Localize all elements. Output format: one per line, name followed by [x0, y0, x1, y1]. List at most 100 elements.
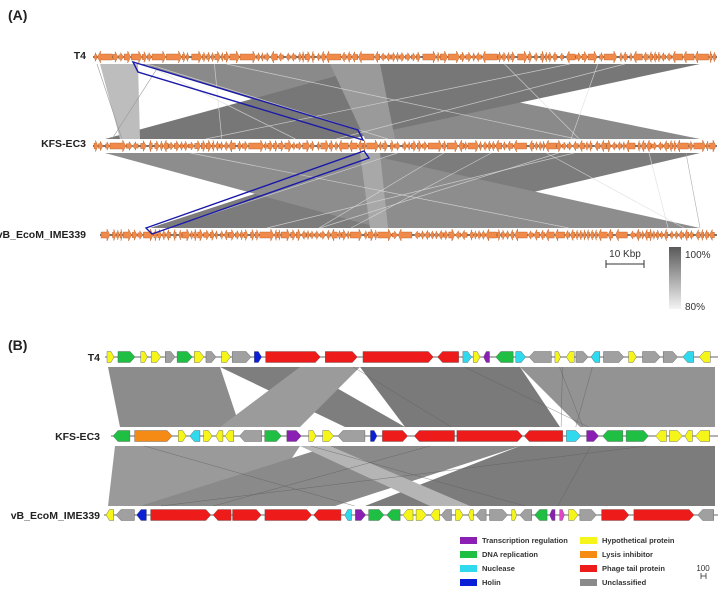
gene-arrow-yellow [106, 351, 115, 363]
gene-arrow [461, 229, 468, 241]
synteny-band [108, 367, 240, 427]
gene-arrow-gray [231, 351, 252, 363]
gene-arrow [414, 230, 421, 240]
gene-arrow [220, 230, 224, 240]
synteny-band [300, 446, 470, 506]
gene-arrow-yellow [684, 430, 693, 442]
gene-arrow [341, 51, 347, 63]
gene-arrow [622, 141, 626, 151]
gene-arrow [402, 140, 408, 152]
gene-arrow-blue [136, 509, 147, 521]
gene-arrow [657, 141, 664, 151]
gene-arrow [391, 51, 396, 63]
gene-arrow [582, 229, 587, 241]
gene-arrow [642, 51, 649, 63]
legend-swatch-hypothetical-protein [580, 537, 597, 544]
gene-arrow [190, 230, 194, 240]
gene-arrow [548, 51, 552, 63]
gene-arrow-yellow [468, 509, 474, 521]
gene-arrow [235, 229, 240, 241]
gene-arrow [357, 140, 363, 152]
gene-arrow-cyan [682, 351, 694, 363]
gene-arrow [458, 140, 464, 152]
gene-arrow [285, 52, 291, 62]
synteny-streak [318, 152, 445, 229]
gene-arrow [316, 141, 321, 151]
gene-arrow-green [112, 430, 131, 442]
gene-arrow [112, 229, 117, 241]
gene-arrow [166, 50, 182, 64]
gene-arrow [174, 140, 180, 152]
gene-arrow [338, 139, 349, 153]
gene-arrow [193, 229, 198, 241]
gene-arrow-red [413, 430, 455, 442]
highlighted-region [131, 60, 371, 235]
synteny-band [105, 153, 700, 228]
gene-arrow [606, 139, 612, 153]
gene-arrow [188, 141, 195, 151]
gene-arrow [411, 140, 417, 152]
gene-arrow [559, 52, 564, 62]
gene-arrow [506, 52, 511, 62]
panel-b-track-kfs [111, 430, 718, 442]
gene-arrow [442, 140, 447, 152]
gene-arrow-yellow [566, 351, 575, 363]
gene-arrow-gray [603, 351, 625, 363]
gene-arrow [625, 139, 636, 153]
gene-arrow [259, 228, 274, 242]
gene-arrow-yellow [203, 430, 213, 442]
gene-arrow [629, 52, 633, 62]
gene-arrow [420, 230, 425, 240]
gene-arrow [497, 229, 501, 241]
gene-arrow [240, 229, 244, 241]
gene-arrow [594, 229, 598, 241]
gene-arrow [421, 140, 428, 152]
panel-b-label: (B) [8, 337, 27, 353]
gene-arrow-blue [370, 430, 378, 442]
panel-a-genome-label-t4: T4 [74, 50, 86, 62]
gene-arrow [219, 141, 224, 151]
legend-swatch-nuclease [460, 565, 477, 572]
gene-arrow [653, 51, 657, 63]
gene-arrow-gray [337, 430, 366, 442]
synteny-streak [685, 152, 701, 229]
gene-arrow [382, 140, 389, 152]
gene-arrow [248, 139, 264, 153]
gene-arrow [274, 229, 278, 241]
gene-arrow [112, 50, 119, 64]
panel-b-scale-label: 100 [696, 564, 710, 573]
gene-arrow [688, 141, 694, 151]
gene-arrow [637, 140, 641, 152]
gene-arrow [544, 52, 548, 62]
gene-arrow [459, 51, 466, 63]
gene-arrow [161, 229, 166, 241]
gene-arrow [179, 141, 184, 151]
gene-arrow-yellow [140, 351, 148, 363]
gene-arrow-purple [286, 430, 302, 442]
synteny-streak [226, 63, 577, 140]
synteny-streak [464, 366, 589, 428]
gene-arrow [479, 141, 483, 151]
gene-arrow [587, 50, 598, 64]
gene-arrow [302, 139, 311, 153]
gene-arrow [147, 52, 152, 62]
gene-arrow [514, 228, 528, 242]
gene-arrow-red [264, 509, 312, 521]
gene-arrow [211, 140, 215, 152]
gene-arrow [540, 50, 545, 64]
gene-arrow [137, 230, 144, 240]
gene-arrow [206, 52, 211, 62]
gene-arrow-yellow [430, 509, 440, 521]
gene-arrow [581, 51, 588, 63]
gene-arrow-purple [355, 509, 366, 521]
gene-arrow [510, 229, 515, 241]
gene-arrow [501, 51, 507, 63]
gene-arrow-red [325, 351, 358, 363]
gene-arrow-yellow [473, 351, 481, 363]
gene-arrow-gray [579, 509, 597, 521]
legend-swatch-unclassified [580, 579, 597, 586]
gene-arrow [142, 51, 147, 63]
gene-arrow [228, 139, 236, 153]
gene-arrow-orange [134, 430, 173, 442]
